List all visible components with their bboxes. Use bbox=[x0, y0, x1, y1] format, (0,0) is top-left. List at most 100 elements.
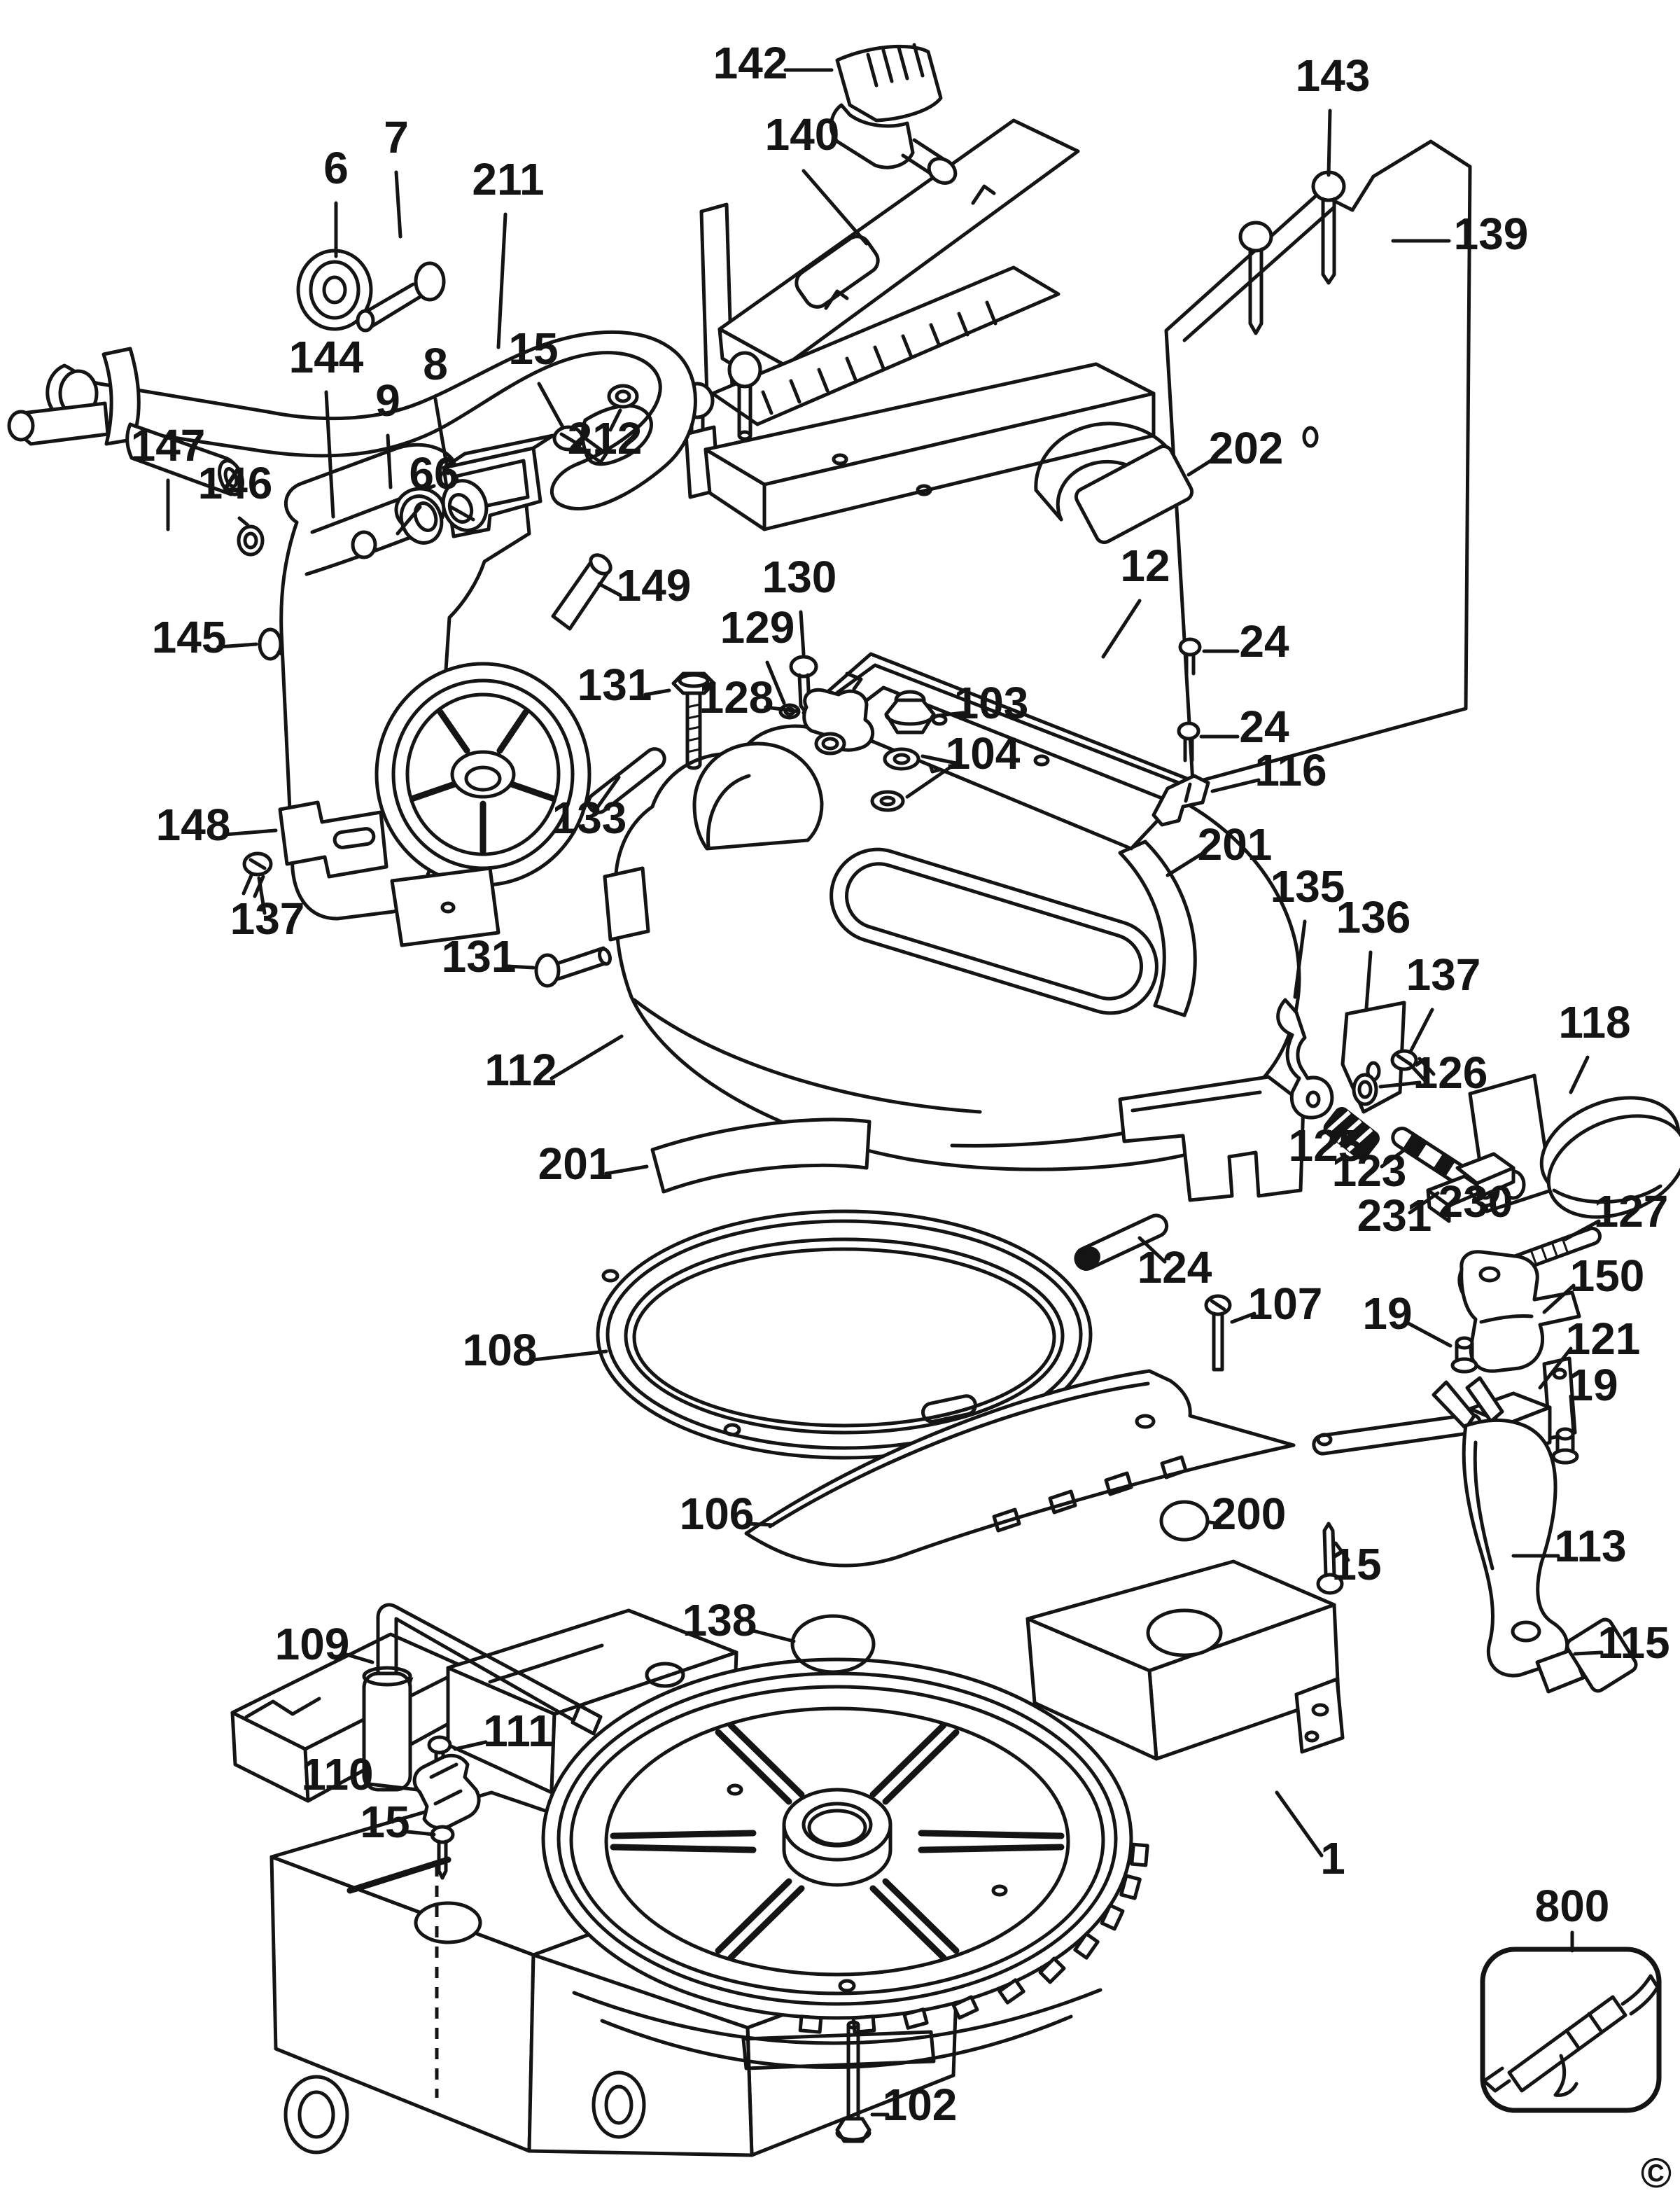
leader-line-15-3 bbox=[405, 1830, 436, 1837]
leader-line-19-2 bbox=[1569, 1394, 1576, 1435]
part-label-147: 147 bbox=[131, 420, 206, 471]
leader-line-200 bbox=[1208, 1520, 1222, 1526]
base-assembly-drawing bbox=[230, 1559, 1345, 2157]
leader-line-131-1 bbox=[643, 688, 671, 697]
leader-line-9 bbox=[386, 433, 393, 489]
part-label-149: 149 bbox=[617, 560, 692, 611]
part-label-111: 111 bbox=[483, 1706, 553, 1756]
leader-line-129 bbox=[765, 660, 786, 705]
leader-line-124 bbox=[1138, 1236, 1167, 1264]
part-label-202: 202 bbox=[1209, 423, 1284, 473]
part-label-118: 118 bbox=[1558, 997, 1630, 1047]
leader-line-108 bbox=[531, 1349, 608, 1362]
part-label-140: 140 bbox=[765, 109, 840, 160]
leader-line-128 bbox=[764, 705, 800, 713]
leader-line-211 bbox=[496, 212, 507, 349]
part-label-212: 212 bbox=[568, 413, 643, 464]
part-label-129: 129 bbox=[720, 602, 795, 653]
part-label-137-2: 137 bbox=[1406, 949, 1481, 1000]
part-label-110: 110 bbox=[301, 1749, 373, 1799]
leader-line-201-2 bbox=[604, 1164, 649, 1176]
part-label-201-1: 201 bbox=[1198, 819, 1273, 870]
leader-line-130 bbox=[799, 610, 806, 656]
part-label-125: 125 bbox=[1289, 1120, 1364, 1171]
leader-line-118 bbox=[1569, 1055, 1590, 1094]
part-label-144: 144 bbox=[289, 332, 364, 382]
part-label-211: 211 bbox=[472, 154, 544, 204]
leader-line-66 bbox=[396, 505, 422, 536]
leader-line-138 bbox=[748, 1628, 796, 1643]
part-label-127: 127 bbox=[1594, 1186, 1669, 1237]
turntable-spokes bbox=[610, 1722, 1065, 1961]
part-label-124: 124 bbox=[1138, 1242, 1212, 1293]
part-label-1: 1 bbox=[1320, 1833, 1345, 1884]
part-label-8: 8 bbox=[423, 339, 448, 389]
leader-line-137-2 bbox=[1409, 1008, 1434, 1052]
part-label-800: 800 bbox=[1535, 1881, 1610, 1931]
part-label-19-1: 19 bbox=[1362, 1288, 1412, 1339]
leader-line-123 bbox=[1380, 1149, 1405, 1169]
leader-line-145 bbox=[216, 642, 258, 649]
leader-line-140 bbox=[802, 169, 869, 246]
leader-line-127 bbox=[1563, 1219, 1601, 1241]
part-label-15-3: 15 bbox=[360, 1797, 410, 1847]
leader-line-126 bbox=[1378, 1080, 1422, 1089]
leader-line-110 bbox=[368, 1782, 419, 1792]
leader-line-8 bbox=[433, 397, 450, 475]
leader-line-103 bbox=[936, 711, 965, 718]
part-label-200: 200 bbox=[1212, 1489, 1287, 1539]
leader-line-150 bbox=[1542, 1283, 1576, 1314]
leader-line-146 bbox=[237, 516, 250, 527]
part-label-15-1: 15 bbox=[508, 323, 558, 374]
part-label-106: 106 bbox=[680, 1489, 755, 1539]
part-label-231: 231 bbox=[1357, 1190, 1432, 1241]
leader-line-121 bbox=[1538, 1346, 1573, 1390]
part-label-123: 123 bbox=[1332, 1146, 1407, 1196]
leader-line-66 bbox=[449, 505, 475, 522]
leader-line-131-2 bbox=[506, 964, 536, 970]
part-label-131-1: 131 bbox=[578, 660, 652, 710]
part-label-102: 102 bbox=[883, 2080, 958, 2130]
part-label-137-1: 137 bbox=[230, 893, 305, 944]
part-label-146: 146 bbox=[198, 458, 273, 508]
leader-line-115 bbox=[1573, 1650, 1604, 1656]
part-label-103: 103 bbox=[954, 678, 1029, 728]
part-label-150: 150 bbox=[1570, 1251, 1645, 1301]
leader-line-137-1 bbox=[257, 876, 267, 915]
leader-line-104 bbox=[920, 754, 958, 765]
part-label-104: 104 bbox=[946, 728, 1021, 779]
part-label-201-2: 201 bbox=[538, 1139, 613, 1189]
leader-line-106 bbox=[746, 1522, 775, 1527]
part-label-24-1: 24 bbox=[1239, 616, 1289, 667]
part-label-115: 115 bbox=[1597, 1617, 1670, 1668]
leader-line-7 bbox=[394, 170, 402, 239]
part-label-138: 138 bbox=[682, 1595, 757, 1645]
part-label-19-2: 19 bbox=[1568, 1360, 1618, 1410]
part-label-121: 121 bbox=[1566, 1314, 1641, 1364]
part-label-128: 128 bbox=[699, 672, 774, 723]
part-label-113: 113 bbox=[1554, 1521, 1626, 1571]
leader-line-144 bbox=[324, 390, 335, 519]
arc-plate-drawing bbox=[744, 1369, 1296, 1568]
kerf-plate-drawing bbox=[671, 637, 1210, 851]
leader-line-133 bbox=[593, 775, 621, 813]
bottom-hardware-drawing bbox=[362, 1603, 876, 2143]
part-label-66: 66 bbox=[409, 448, 458, 499]
part-label-148: 148 bbox=[156, 800, 231, 850]
leader-line-125 bbox=[1332, 1128, 1346, 1145]
leader-line-143 bbox=[1326, 109, 1332, 177]
part-label-143: 143 bbox=[1296, 50, 1371, 101]
leader-line-135 bbox=[1293, 919, 1307, 999]
part-label-6: 6 bbox=[323, 143, 349, 193]
part-label-230: 230 bbox=[1438, 1176, 1513, 1227]
part-label-9: 9 bbox=[375, 375, 400, 426]
leader-line-202 bbox=[1186, 456, 1217, 477]
leader-line-112 bbox=[550, 1034, 624, 1080]
leader-line-1 bbox=[1275, 1790, 1324, 1858]
part-label-116: 116 bbox=[1254, 745, 1326, 795]
part-label-135: 135 bbox=[1270, 861, 1345, 912]
part-label-139: 139 bbox=[1454, 209, 1529, 259]
part-label-130: 130 bbox=[762, 552, 837, 602]
part-label-15-2: 15 bbox=[1331, 1539, 1381, 1589]
